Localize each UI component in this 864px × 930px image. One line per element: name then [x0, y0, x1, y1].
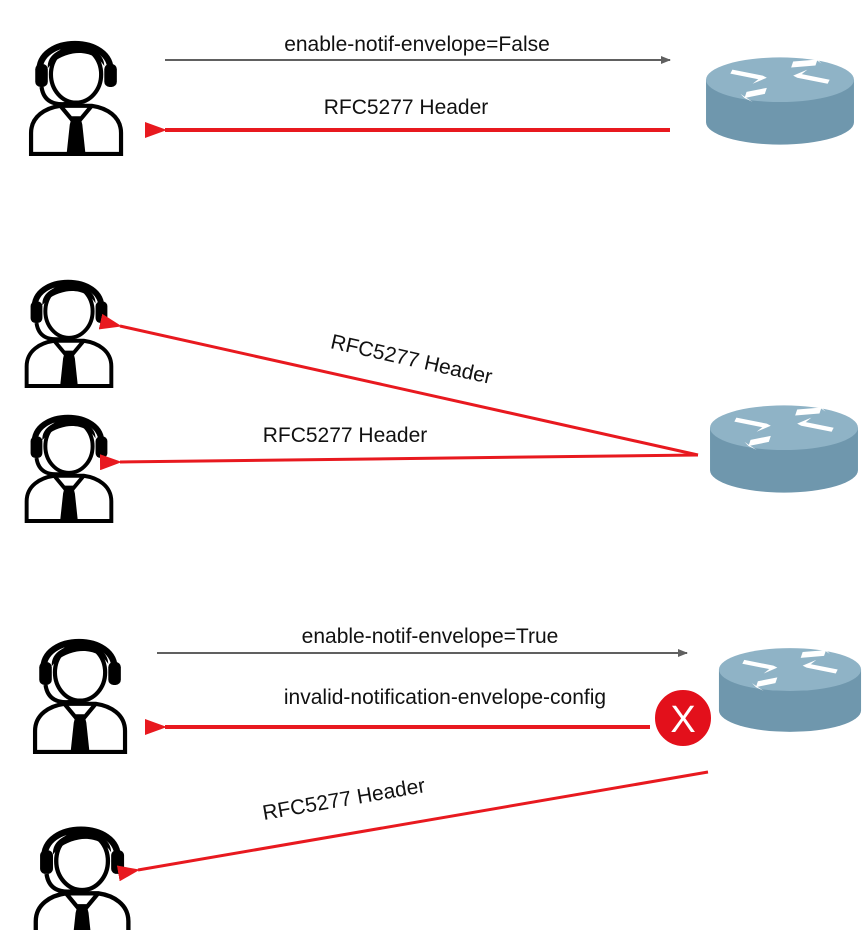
response-label: RFC5277 Header: [261, 774, 427, 825]
scenario-2: RFC5277 Header RFC5277 Header: [27, 283, 858, 521]
request-label: enable-notif-envelope=False: [284, 33, 550, 56]
operator-headset-icon: [27, 283, 112, 386]
operator-headset-icon: [35, 642, 125, 752]
operator-headset-icon: [27, 418, 112, 521]
response-label-upper: RFC5277 Header: [329, 330, 495, 388]
router-icon: [706, 55, 854, 145]
response-label: RFC5277 Header: [324, 96, 489, 119]
request-label: enable-notif-envelope=True: [302, 625, 559, 648]
scenario-3: enable-notif-envelope=True invalid-notif…: [35, 625, 862, 930]
response-arrow: [116, 770, 709, 882]
operator-headset-icon: [31, 44, 121, 154]
scenario-1: enable-notif-envelope=False RFC5277 Head…: [31, 33, 854, 154]
operator-headset-icon: [36, 830, 129, 930]
router-icon: [710, 403, 858, 493]
response-arrow-upper: [98, 313, 699, 457]
error-mark: X: [670, 699, 695, 741]
error-label: invalid-notification-envelope-config: [284, 686, 606, 709]
error-x-icon: X: [653, 688, 713, 748]
response-label-lower: RFC5277 Header: [263, 424, 428, 447]
router-icon: [718, 646, 862, 732]
response-arrow-lower: [99, 453, 699, 471]
